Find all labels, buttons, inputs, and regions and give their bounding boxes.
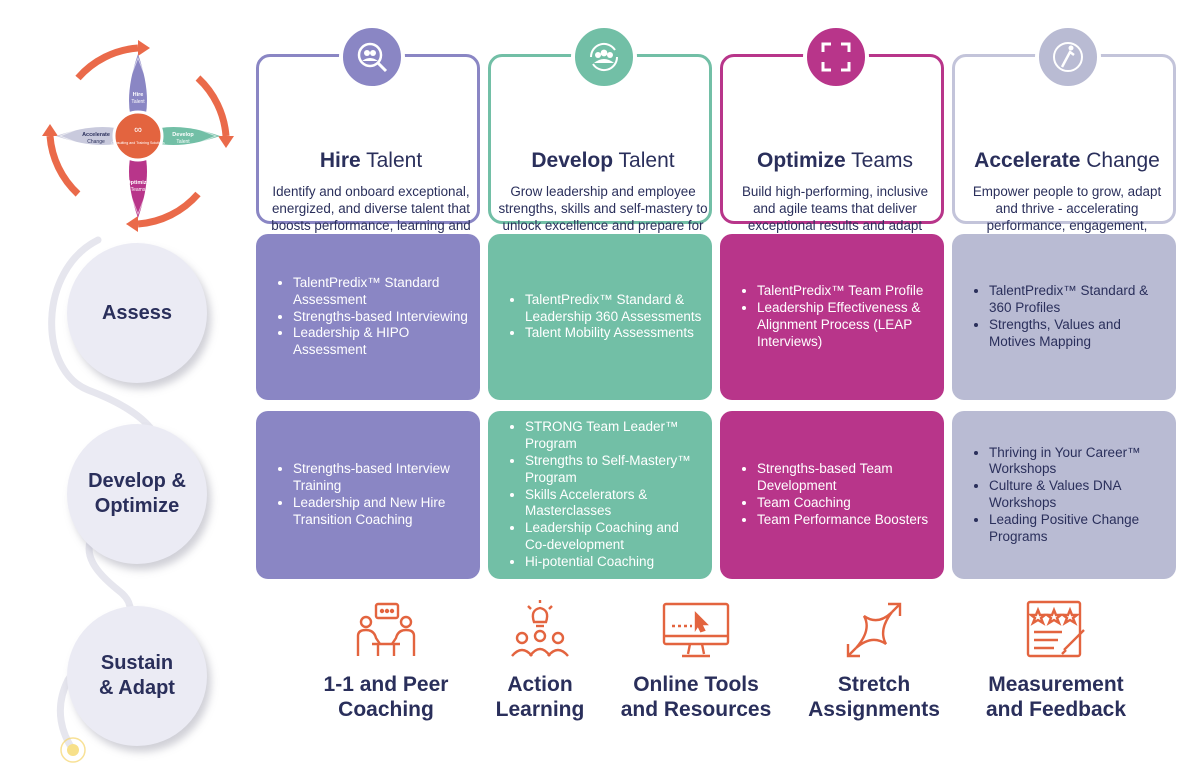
develop-hire-cell: Strengths-based Interview TrainingLeader…: [256, 411, 480, 579]
logo-center-label: Consulting and Training Solutions: [111, 141, 165, 145]
svg-text:Hire: Hire: [133, 92, 144, 98]
svg-text:Change: Change: [87, 139, 105, 145]
svg-text:∞: ∞: [134, 124, 142, 136]
coaching-chat-icon: [356, 602, 416, 656]
stretch-arrows-icon: [846, 602, 902, 658]
group-cycle-icon: [571, 24, 637, 90]
assess-hire-cell: TalentPredix™ Standard AssessmentStrengt…: [256, 234, 480, 400]
svg-text:Develop: Develop: [172, 132, 194, 138]
svg-text:Talent: Talent: [176, 139, 190, 145]
row-label-develop-optimize: Develop &Optimize: [67, 424, 207, 564]
assess-optimize-cell: TalentPredix™ Team ProfileLeadership Eff…: [720, 234, 944, 400]
row-label-sustain-adapt: Sustain& Adapt: [67, 606, 207, 746]
card-title: Optimize Teams: [757, 149, 913, 172]
develop-accelerate-cell: Thriving in Your Career™ WorkshopsCultur…: [952, 411, 1176, 579]
develop-optimize-cell: Strengths-based Team DevelopmentTeam Coa…: [720, 411, 944, 579]
svg-text:Teams: Teams: [131, 187, 146, 193]
assess-develop-cell: TalentPredix™ Standard & Leadership 360 …: [488, 234, 712, 400]
people-search-icon: [339, 24, 405, 90]
svg-text:Accelerate: Accelerate: [82, 132, 110, 138]
rating-feedback-icon: [1026, 600, 1085, 658]
svg-text:Optimize: Optimize: [126, 180, 149, 186]
expand-arrows-icon: [803, 24, 869, 90]
lightbulb-group-icon: [511, 600, 569, 657]
card-title: Accelerate Change: [974, 149, 1160, 172]
card-title: Hire Talent: [319, 149, 423, 172]
monitor-cursor-icon: [662, 602, 730, 658]
card-description: Identify and onboard exceptional, energi…: [271, 184, 471, 250]
card-title: Develop Talent: [531, 149, 675, 172]
assess-accelerate-cell: TalentPredix™ Standard & 360 ProfilesStr…: [952, 234, 1176, 400]
develop-develop-cell: STRONG Team Leader™ ProgramStrengths to …: [488, 411, 712, 579]
row-label-assess: Assess: [67, 243, 207, 383]
rising-figure-icon: [1035, 24, 1101, 90]
consulting-logo: ∞ Consulting and Training Solutions Hire…: [42, 40, 234, 232]
svg-text:Talent: Talent: [131, 99, 145, 105]
card-develop-talent: Develop Talent Grow leadership and emplo…: [488, 54, 712, 250]
